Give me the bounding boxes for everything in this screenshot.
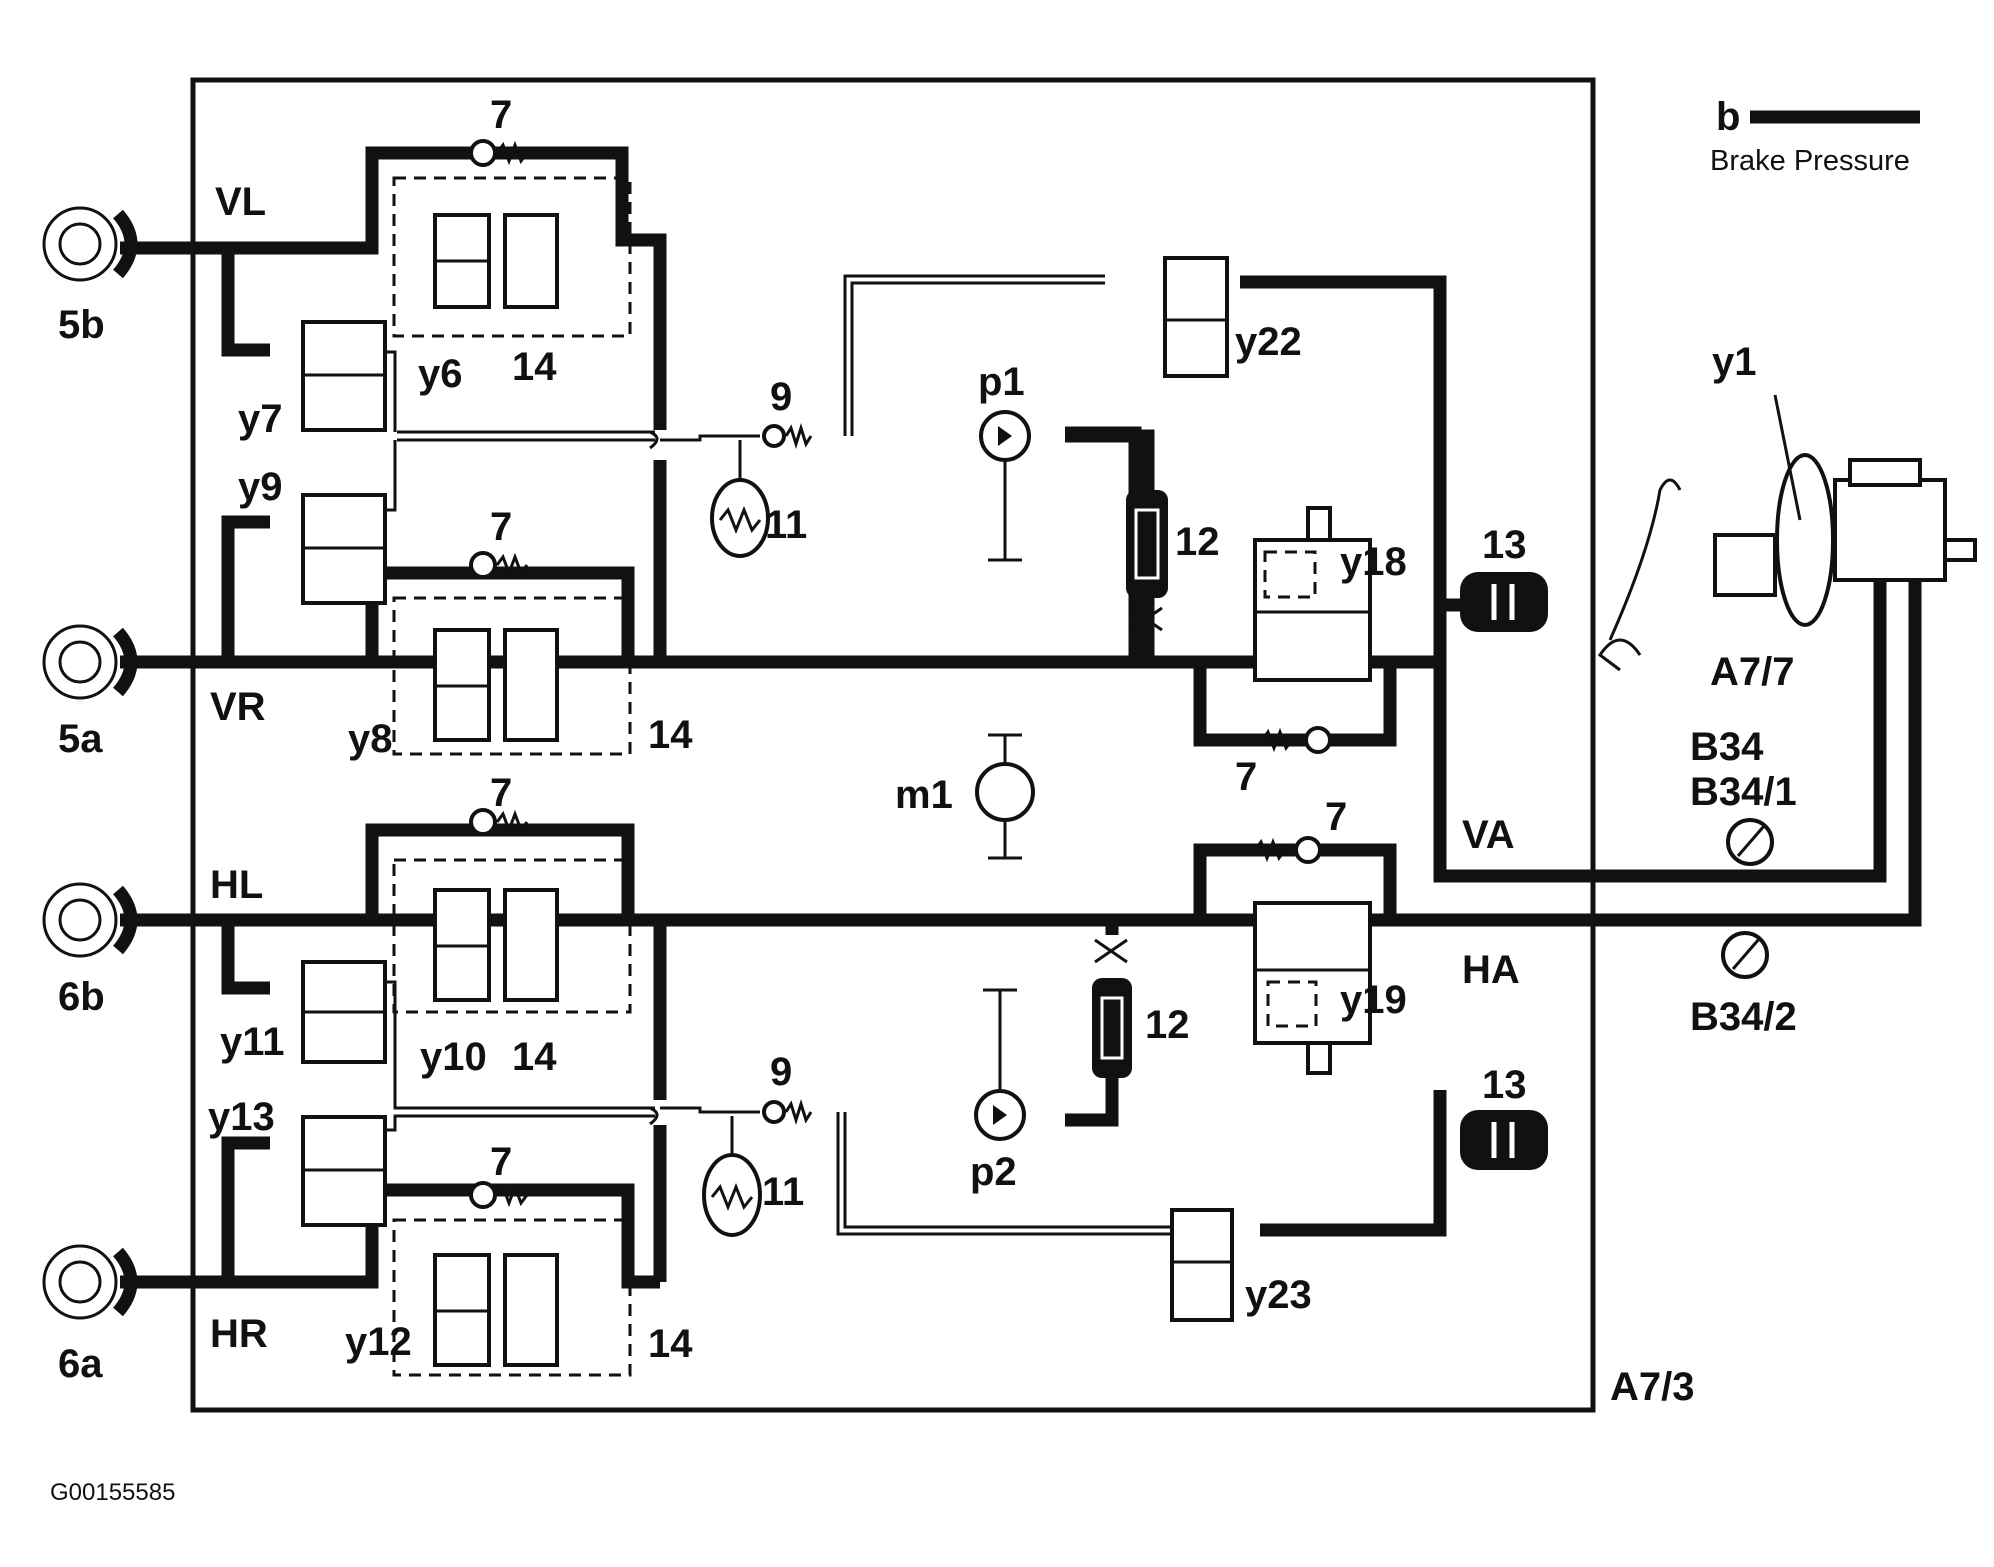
reservoir-icons xyxy=(1460,572,1548,1170)
nonreturn-label-4: 14 xyxy=(648,1322,693,1366)
wheel-brake-6a xyxy=(42,1244,138,1320)
valve-label-y8: y8 xyxy=(348,717,393,761)
circuit-label-ha: HA xyxy=(1462,948,1520,992)
motor-label-m1: m1 xyxy=(895,773,953,817)
circuit-label-vl: VL xyxy=(215,180,266,224)
nonreturn-label-3: 14 xyxy=(512,1035,557,1079)
valve-label-y6: y6 xyxy=(418,352,463,396)
legend-symbol: b xyxy=(1716,95,1740,139)
valve-label-y9: y9 xyxy=(238,465,283,509)
valve-y23 xyxy=(1170,1208,1234,1322)
pressure-gauge-icons xyxy=(1721,818,1774,979)
valve-label-y1: y1 xyxy=(1712,340,1757,384)
wheel-label-5a: 5a xyxy=(58,717,103,761)
motor-m1 xyxy=(975,733,1035,860)
valve-label-y22: y22 xyxy=(1235,320,1302,364)
wheel-brake-5a xyxy=(42,624,138,700)
sensor-label-b34-1: B34/1 xyxy=(1690,770,1797,814)
valve-y12 xyxy=(392,1218,632,1377)
return-lines xyxy=(385,274,1170,1236)
check-valve-label-4: 7 xyxy=(490,1140,512,1184)
brake-pressure-lines xyxy=(120,146,1922,1289)
valve-y8 xyxy=(392,596,632,756)
pump-label-p1: p1 xyxy=(978,360,1025,404)
check-valve-label-1: 7 xyxy=(490,93,512,137)
check-valve-icons xyxy=(469,139,1332,1209)
module-label: A7/3 xyxy=(1610,1365,1695,1409)
damper-icons xyxy=(1092,490,1168,1078)
restrictor-icons xyxy=(762,422,813,1126)
check-valve-label-2: 7 xyxy=(490,505,512,549)
wheel-label-6a: 6a xyxy=(58,1342,103,1386)
wheel-brake-5b xyxy=(42,206,138,282)
nonreturn-label-2: 14 xyxy=(648,713,693,757)
accumulator-label-1: 11 xyxy=(765,503,807,547)
wheel-brake-6b xyxy=(42,882,138,958)
nonreturn-label-1: 14 xyxy=(512,345,557,389)
valve-label-y13: y13 xyxy=(208,1095,275,1139)
sensor-label-b34: B34 xyxy=(1690,725,1764,769)
valve-label-y7: y7 xyxy=(238,397,283,441)
pump-p2 xyxy=(974,988,1026,1141)
valve-label-y12: y12 xyxy=(345,1320,412,1364)
valve-y9 xyxy=(301,493,387,605)
figure-code: G00155585 xyxy=(50,1479,175,1506)
reservoir-label-1: 13 xyxy=(1482,523,1527,567)
circuit-label-hl: HL xyxy=(210,863,263,907)
wheel-label-5b: 5b xyxy=(58,303,105,347)
accumulator-label-2: 11 xyxy=(762,1170,804,1214)
damper-label-1: 12 xyxy=(1175,520,1220,564)
valve-label-y10: y10 xyxy=(420,1035,487,1079)
restrictor-label-2: 9 xyxy=(770,1050,792,1094)
valve-y11 xyxy=(301,960,387,1064)
valve-y18 xyxy=(1253,506,1372,682)
circuit-label-vr: VR xyxy=(210,685,266,729)
wheel-label-6b: 6b xyxy=(58,975,105,1019)
reservoir-label-2: 13 xyxy=(1482,1063,1527,1107)
booster-label: A7/7 xyxy=(1710,650,1795,694)
valve-y22 xyxy=(1163,256,1229,378)
pump-p1 xyxy=(979,410,1155,562)
sensor-label-b34-2: B34/2 xyxy=(1690,995,1797,1039)
check-valve-label-3: 7 xyxy=(490,771,512,815)
valve-y10 xyxy=(392,858,632,1014)
restrictor-label-1: 9 xyxy=(770,375,792,419)
valve-label-y19: y19 xyxy=(1340,978,1407,1022)
damper-label-2: 12 xyxy=(1145,1003,1190,1047)
valve-label-y18: y18 xyxy=(1340,540,1407,584)
valve-y19 xyxy=(1253,901,1372,1075)
valve-y6 xyxy=(392,176,632,338)
circuit-label-va: VA xyxy=(1462,813,1515,857)
accumulator-icons xyxy=(702,440,770,1237)
legend-label: Brake Pressure xyxy=(1710,145,1910,177)
valve-y13 xyxy=(301,1115,387,1227)
module-frame xyxy=(190,77,1596,1413)
check-valve-label-5: 7 xyxy=(1235,755,1257,799)
circuit-label-hr: HR xyxy=(210,1312,268,1356)
brake-booster-icon xyxy=(1597,394,1977,672)
valve-label-y23: y23 xyxy=(1245,1273,1312,1317)
valve-label-y11: y11 xyxy=(220,1020,285,1064)
valve-y7 xyxy=(301,320,387,432)
check-valve-label-6: 7 xyxy=(1325,795,1347,839)
pump-label-p2: p2 xyxy=(970,1150,1017,1194)
